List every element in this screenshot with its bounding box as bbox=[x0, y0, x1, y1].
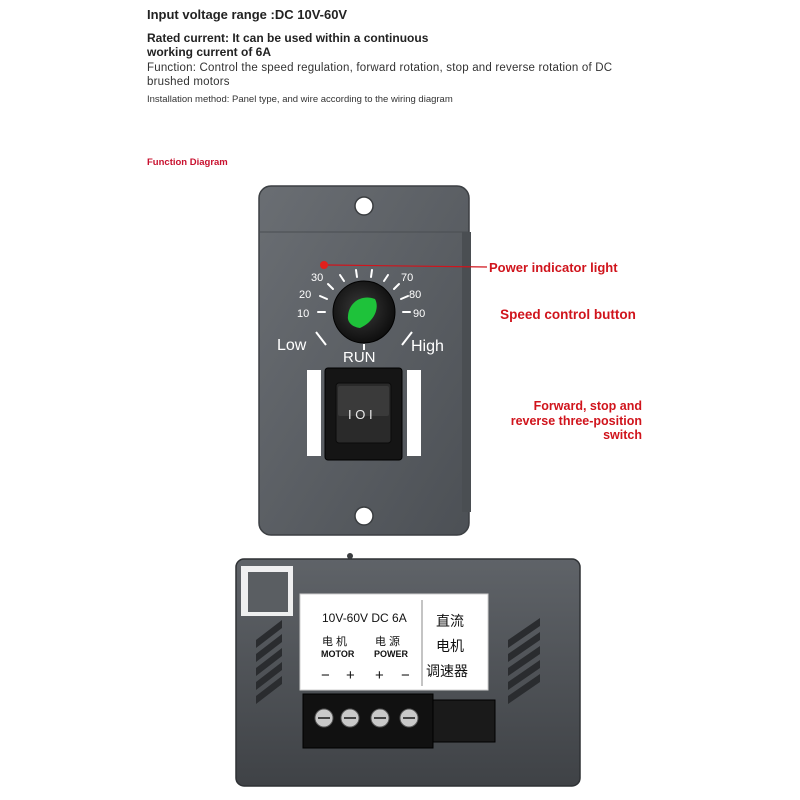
spec-function: Function: Control the speed regulation, … bbox=[147, 62, 613, 88]
dial-mark-90: 90 bbox=[413, 308, 425, 320]
label-power: POWER bbox=[374, 649, 409, 659]
dial-mark-30: 30 bbox=[311, 272, 323, 284]
label-cn-line-1: 直流 bbox=[436, 613, 464, 629]
dial-mark-70: 70 bbox=[401, 272, 413, 284]
function-diagram-title: Function Diagram bbox=[147, 157, 228, 168]
knob-green-indicator bbox=[347, 297, 377, 328]
callout-speed-button: Speed control button bbox=[500, 307, 636, 322]
switch-guide-right bbox=[407, 370, 421, 456]
product-label: 10V-60V DC 6A 电 机 MOTOR 电 源 POWER − + + … bbox=[299, 593, 489, 691]
low-arrow bbox=[315, 331, 327, 346]
switch-guide-left bbox=[307, 370, 321, 456]
dial-mark-10: 10 bbox=[297, 308, 309, 320]
dial-high-label: High bbox=[411, 338, 444, 355]
spec-input-voltage: Input voltage range :DC 10V-60V bbox=[147, 7, 348, 22]
terminal-polarity-1: − bbox=[321, 667, 330, 684]
label-motor: MOTOR bbox=[321, 649, 355, 659]
terminal-polarity-3: + bbox=[375, 667, 384, 684]
rocker-symbol: I O I bbox=[348, 407, 373, 422]
spec-installation: Installation method: Panel type, and wir… bbox=[147, 94, 453, 105]
left-vent-slots bbox=[256, 620, 282, 704]
callout-power-light: Power indicator light bbox=[489, 260, 618, 275]
label-power-cn: 电 源 bbox=[375, 634, 400, 648]
spec-rated-current: Rated current: It can be used within a c… bbox=[147, 31, 429, 59]
terminal-polarity-2: + bbox=[346, 667, 355, 684]
top-mount-hole bbox=[354, 196, 374, 216]
power-indicator-light bbox=[320, 261, 328, 269]
right-vent-slots bbox=[508, 618, 540, 704]
callout-leader-line bbox=[327, 264, 488, 268]
label-cn-line-2: 电机 bbox=[436, 638, 464, 654]
label-cn-line-3: 调速器 bbox=[426, 663, 468, 679]
run-label: RUN bbox=[343, 349, 376, 366]
label-rating: 10V-60V DC 6A bbox=[322, 611, 407, 625]
callout-switch: Forward, stop and reverse three-position… bbox=[510, 399, 642, 442]
dial-ticks bbox=[317, 269, 411, 313]
dial-mark-20: 20 bbox=[299, 289, 311, 301]
terminal-screws bbox=[314, 708, 419, 728]
high-arrow bbox=[401, 331, 413, 346]
dial-mark-80: 80 bbox=[409, 289, 421, 301]
dial-low-label: Low bbox=[277, 337, 307, 354]
terminal-polarity-4: − bbox=[401, 667, 410, 684]
rocker-switch[interactable]: I O I bbox=[324, 367, 403, 461]
label-motor-cn: 电 机 bbox=[322, 634, 347, 648]
terminal-block bbox=[302, 693, 496, 749]
bottom-mount-hole bbox=[354, 506, 374, 526]
speed-control-knob[interactable] bbox=[332, 280, 396, 344]
